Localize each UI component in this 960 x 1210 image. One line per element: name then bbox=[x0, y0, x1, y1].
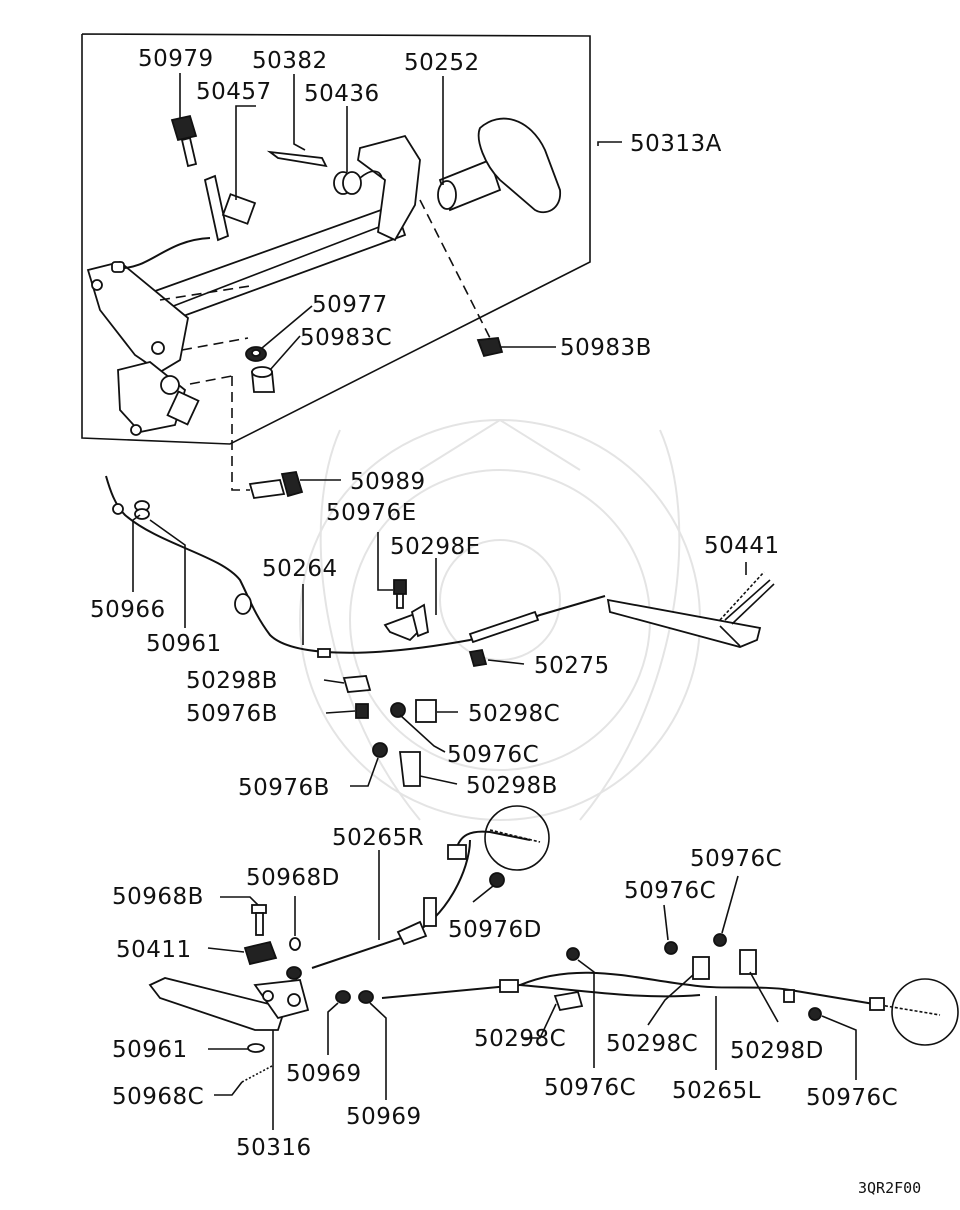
washer-50961-b bbox=[247, 1043, 265, 1053]
clip-50275 bbox=[468, 648, 488, 668]
guide-line bbox=[231, 376, 250, 491]
label-50976D: 50976D bbox=[448, 917, 542, 943]
label-50966: 50966 bbox=[90, 597, 166, 623]
spring-50441 bbox=[719, 571, 765, 621]
guide-line bbox=[189, 375, 233, 385]
equalizer-50441 bbox=[606, 579, 775, 648]
bushing-50983B bbox=[476, 337, 504, 358]
clip-50968D bbox=[289, 937, 301, 951]
diagram-code: 3QR2F00 bbox=[858, 1179, 921, 1197]
label-50265R: 50265R bbox=[332, 825, 424, 851]
clip-50298E bbox=[383, 603, 429, 642]
bolt-50979 bbox=[170, 114, 198, 168]
label-50969-b: 50969 bbox=[346, 1104, 422, 1130]
rear-cable-50265L bbox=[381, 971, 959, 1046]
part-labels: 50979 50382 50252 50457 50436 50313A 509… bbox=[90, 46, 898, 1161]
bolt-50976D bbox=[489, 872, 505, 888]
screw-50968C bbox=[241, 1065, 273, 1083]
label-50441: 50441 bbox=[704, 533, 780, 559]
bolt-50989 bbox=[248, 470, 304, 499]
washer-50977 bbox=[245, 346, 267, 362]
label-50969-a: 50969 bbox=[286, 1061, 362, 1087]
bolt-50976C-a bbox=[390, 702, 406, 718]
clip-50298D bbox=[739, 949, 757, 975]
clip-50298B-b bbox=[398, 751, 421, 787]
label-50976C-d: 50976C bbox=[544, 1075, 636, 1101]
lever-assembly-box bbox=[81, 33, 591, 445]
clip-50298B-a bbox=[342, 675, 372, 693]
label-50976C-a: 50976C bbox=[447, 742, 539, 768]
nuts-50969 bbox=[286, 966, 374, 1004]
front-cable-50264 bbox=[105, 475, 606, 658]
clip-50298C-a bbox=[415, 699, 437, 723]
clip-50298C-c bbox=[692, 956, 710, 980]
label-50979: 50979 bbox=[138, 46, 214, 72]
label-50968D: 50968D bbox=[246, 865, 340, 891]
label-50976C-b: 50976C bbox=[690, 846, 782, 872]
label-50983C: 50983C bbox=[300, 325, 392, 351]
bolt-50976B-b bbox=[372, 742, 388, 758]
label-50976E: 50976E bbox=[326, 500, 417, 526]
label-50968C: 50968C bbox=[112, 1084, 204, 1110]
pawl-50382 bbox=[266, 150, 328, 168]
label-50316: 50316 bbox=[236, 1135, 312, 1161]
label-50961-a: 50961 bbox=[146, 631, 222, 657]
bushing-50983C bbox=[251, 366, 275, 393]
label-50976B-b: 50976B bbox=[238, 775, 330, 801]
leader-lines-lower bbox=[207, 850, 857, 1130]
rear-cable-50265R bbox=[311, 805, 550, 969]
bolt-50976E bbox=[393, 579, 407, 609]
label-50298E: 50298E bbox=[390, 534, 481, 560]
bolts-50976C-lower bbox=[566, 933, 822, 1021]
label-50411: 50411 bbox=[116, 937, 192, 963]
label-50265L: 50265L bbox=[672, 1078, 761, 1104]
pin-50968B bbox=[251, 904, 267, 936]
label-50298B-a: 50298B bbox=[186, 668, 278, 694]
label-50264: 50264 bbox=[262, 556, 338, 582]
label-50976B-a: 50976B bbox=[186, 701, 278, 727]
label-50382: 50382 bbox=[252, 48, 328, 74]
label-50298C-b: 50298C bbox=[474, 1026, 566, 1052]
label-50298B-b: 50298B bbox=[466, 773, 558, 799]
label-50976C-c: 50976C bbox=[624, 878, 716, 904]
leader-lines-middle bbox=[132, 514, 747, 787]
guide-line bbox=[181, 337, 249, 351]
bolt-50976B-a bbox=[355, 703, 369, 719]
label-50252: 50252 bbox=[404, 50, 480, 76]
lever-50316 bbox=[148, 977, 310, 1031]
block-50411 bbox=[243, 940, 278, 966]
label-50976C-e: 50976C bbox=[806, 1085, 898, 1111]
guide-line bbox=[419, 199, 491, 339]
label-50298C-c: 50298C bbox=[606, 1031, 698, 1057]
spring-50436 bbox=[333, 170, 383, 195]
label-50313A: 50313A bbox=[630, 131, 722, 157]
label-50298D: 50298D bbox=[730, 1038, 824, 1064]
label-50275: 50275 bbox=[534, 653, 610, 679]
lever-assembly bbox=[86, 117, 561, 436]
label-50983B: 50983B bbox=[560, 335, 652, 361]
label-50436: 50436 bbox=[304, 81, 380, 107]
label-50989: 50989 bbox=[350, 469, 426, 495]
clip-50298C-b bbox=[553, 990, 584, 1012]
washers-50966-50961 bbox=[112, 500, 150, 520]
label-50298C-a: 50298C bbox=[468, 701, 560, 727]
label-50977: 50977 bbox=[312, 292, 388, 318]
label-50961-b: 50961 bbox=[112, 1037, 188, 1063]
leader-lines-upper bbox=[179, 73, 622, 481]
label-50968B: 50968B bbox=[112, 884, 204, 910]
label-50457: 50457 bbox=[196, 79, 272, 105]
